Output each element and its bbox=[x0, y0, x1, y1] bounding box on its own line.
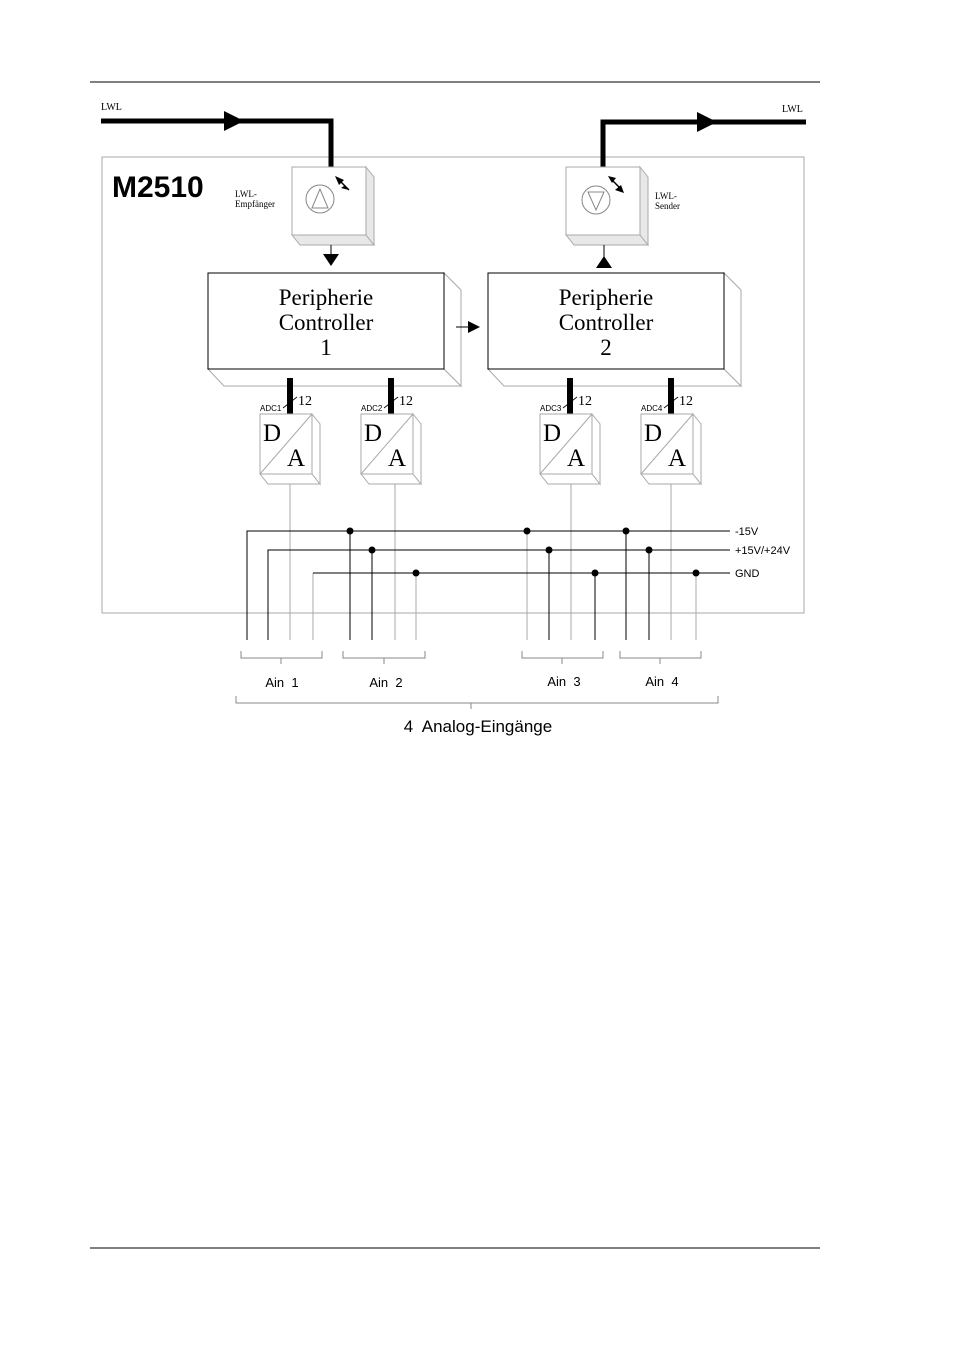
rail-label-plus15: +15V/+24V bbox=[735, 545, 791, 557]
pc2-line1: Peripherie bbox=[559, 285, 654, 310]
rail-minus15 bbox=[246, 530, 730, 640]
signal-lines bbox=[289, 484, 697, 640]
adc3-a: A bbox=[567, 445, 585, 472]
light-out-icon bbox=[608, 176, 624, 193]
rail-label-gnd: GND bbox=[735, 568, 760, 580]
lwl-receiver bbox=[290, 165, 376, 247]
lwl-in-fiber bbox=[101, 118, 334, 167]
pc1-line2: Controller bbox=[279, 310, 374, 335]
adc4-bits: 12 bbox=[679, 394, 693, 409]
analog-inputs-label: 4 Analog-Eingänge bbox=[404, 717, 552, 736]
lwl-out-label: LWL bbox=[782, 104, 803, 115]
adc2-a: A bbox=[388, 445, 406, 472]
adc4-name: ADC4 bbox=[641, 404, 663, 413]
lwl-in-label: LWL bbox=[101, 102, 122, 113]
input-label-1: Ain 1 bbox=[265, 675, 298, 690]
lwl-in-arrow bbox=[224, 111, 244, 131]
module-frame bbox=[101, 156, 805, 614]
adc-block-3 bbox=[538, 378, 602, 486]
rail-gnd bbox=[313, 572, 730, 640]
light-in-icon bbox=[335, 176, 350, 191]
pc1-line3: 1 bbox=[320, 335, 332, 360]
adc2-name: ADC2 bbox=[361, 404, 383, 413]
peripherie-controller-2 bbox=[486, 271, 743, 388]
sender-arrow bbox=[596, 256, 612, 268]
adc1-bits: 12 bbox=[298, 394, 312, 409]
adc-block-4 bbox=[639, 378, 703, 486]
adc4-a: A bbox=[668, 445, 686, 472]
adc1-d: D bbox=[263, 420, 281, 447]
input-label-2: Ain 2 bbox=[369, 675, 402, 690]
adc2-bits: 12 bbox=[399, 394, 413, 409]
input-brackets bbox=[235, 651, 719, 709]
junction-dots bbox=[346, 527, 700, 577]
lwl-sender bbox=[564, 165, 650, 247]
pc1-line1: Peripherie bbox=[279, 285, 374, 310]
rail-plus15 bbox=[267, 549, 730, 640]
rail-label-minus15: -15V bbox=[735, 526, 759, 538]
adc-block-1 bbox=[258, 378, 322, 486]
input-label-4: Ain 4 bbox=[645, 674, 678, 689]
pc1-to-pc2-arrow bbox=[468, 321, 480, 333]
adc-block-2 bbox=[359, 378, 423, 486]
adc4-d: D bbox=[644, 420, 662, 447]
receiver-label-2: Empfänger bbox=[235, 199, 275, 209]
input-label-3: Ain 3 bbox=[547, 674, 580, 689]
adc1-a: A bbox=[287, 445, 305, 472]
receiver-arrow bbox=[323, 254, 339, 266]
module-title: M2510 bbox=[112, 171, 204, 204]
sender-label-2: Sender bbox=[655, 201, 680, 211]
adc3-bits: 12 bbox=[578, 394, 592, 409]
sender-label-1: LWL- bbox=[655, 191, 677, 201]
adc3-d: D bbox=[543, 420, 561, 447]
adc3-name: ADC3 bbox=[540, 404, 562, 413]
adc1-name: ADC1 bbox=[260, 404, 282, 413]
adc2-d: D bbox=[364, 420, 382, 447]
pc2-line3: 2 bbox=[600, 335, 612, 360]
pc2-line2: Controller bbox=[559, 310, 654, 335]
lwl-out-fiber bbox=[600, 119, 806, 167]
lwl-out-arrow bbox=[697, 112, 717, 132]
receiver-label-1: LWL- bbox=[235, 189, 257, 199]
peripherie-controller-1 bbox=[206, 271, 463, 388]
